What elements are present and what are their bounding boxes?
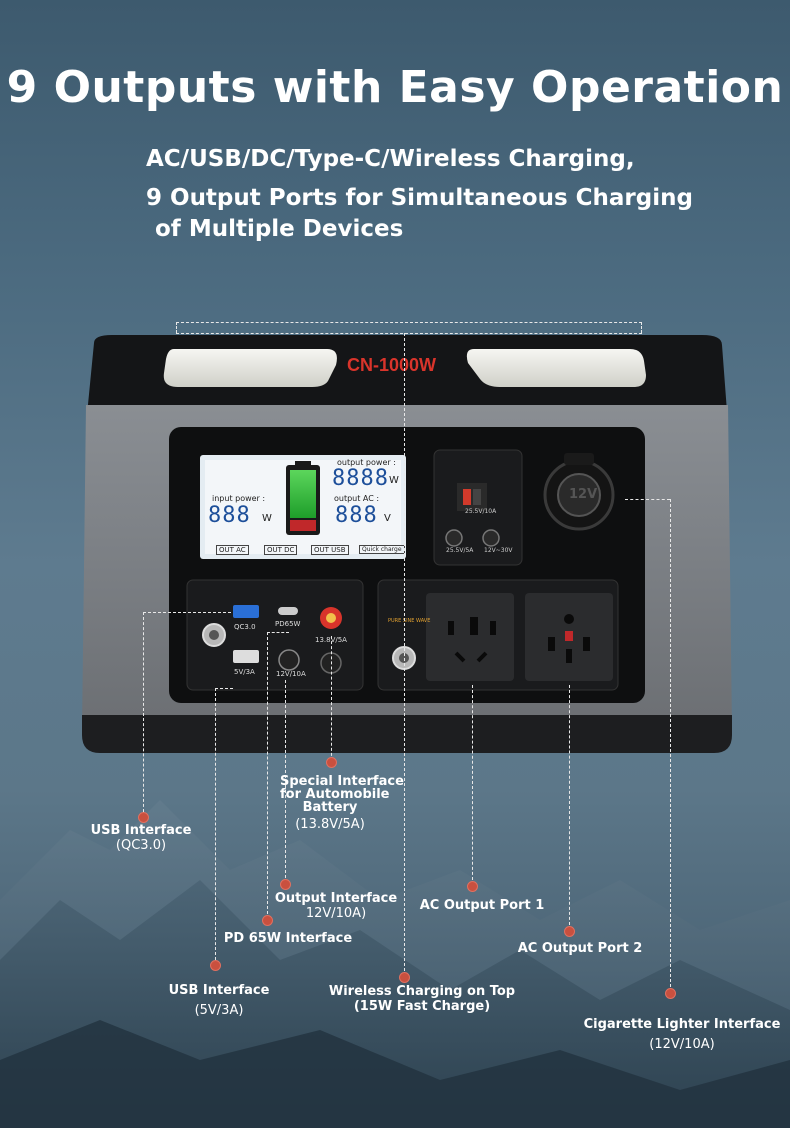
usb-qc-callout: USB Interface (QC3.0) — [90, 823, 192, 853]
usb-5v-callout-connector — [215, 688, 233, 689]
output-callout-detail: 12V/10A) — [305, 906, 367, 921]
wireless-area-bottom-line — [176, 333, 642, 334]
usb-port-label: 5V/3A — [234, 668, 255, 676]
usb-qc-callout-line — [143, 612, 144, 817]
battery-callout-line — [331, 636, 332, 761]
dc-port-label: 12V/10A — [276, 670, 306, 678]
ac2-callout: AC Output Port 2 — [512, 941, 648, 956]
wireless-area-right-line — [641, 322, 642, 333]
battery-callout-title-1: Special Interface — [280, 774, 404, 789]
wireless-callout: Wireless Charging on Top (15W Fast Charg… — [322, 984, 522, 1014]
pure-sine-label: PURE SINE WAVE — [388, 618, 431, 624]
ac1-callout-title: AC Output Port 1 — [419, 898, 545, 913]
wireless-area-left-line — [176, 322, 177, 333]
usb-qc-callout-title: USB Interface — [90, 823, 192, 838]
lcd-output-ac-label: output AC : — [334, 494, 380, 503]
usb-qc-callout-detail: (QC3.0) — [115, 838, 167, 853]
battery-callout-title-2: for Automobile — [280, 787, 390, 802]
lighter-callout-line — [670, 499, 671, 992]
output-callout-title: Output Interface — [274, 891, 398, 906]
lcd-out-ac-button[interactable]: OUT AC — [216, 545, 249, 555]
lcd-output-ac-value: 888 — [335, 503, 378, 528]
subtitle-line-1: AC/USB/DC/Type-C/Wireless Charging, — [146, 146, 635, 172]
lcd-output-ac-unit: V — [384, 513, 391, 524]
usb-qc-callout-connector — [143, 612, 231, 613]
lcd-output-power-unit: W — [389, 475, 399, 486]
output-callout-dot — [280, 879, 291, 890]
wireless-area-top-line — [176, 322, 642, 323]
usb-qc-callout-dot — [138, 812, 149, 823]
ac1-callout-dot — [467, 881, 478, 892]
output-callout: Output Interface 12V/10A) — [270, 891, 402, 921]
ac2-callout-title: AC Output Port 2 — [517, 941, 643, 956]
usb-5v-callout-detail: (5V/3A) — [194, 1003, 244, 1018]
lcd-output-power-value: 8888 — [332, 466, 389, 491]
page-title: 9 Outputs with Easy Operation — [6, 62, 784, 113]
battery-callout-detail: (13.8V/5A) — [295, 817, 365, 832]
power-station-device — [82, 335, 732, 753]
anderson-port-label: 25.5V/10A — [465, 508, 497, 515]
ac2-callout-dot — [564, 926, 575, 937]
model-label: CN-1000W — [347, 355, 437, 375]
battery-callout-title-3: Battery — [302, 800, 358, 815]
wireless-callout-dot — [399, 972, 410, 983]
pd-callout-line — [267, 632, 268, 919]
battery-callout: Special Interface for Automobile Battery… — [280, 774, 404, 832]
dc-right-label: 12V~30V — [484, 547, 513, 554]
pd-callout-dot — [262, 915, 273, 926]
dc-left-label: 25.5V/5A — [446, 547, 474, 554]
usb-5v-callout-line — [215, 688, 216, 965]
battery-callout-dot — [326, 757, 337, 768]
ac1-callout: AC Output Port 1 — [414, 898, 550, 913]
lighter-callout-connector — [625, 499, 670, 500]
ac2-callout-line — [569, 685, 570, 930]
lcd-output-power-label: output power : — [337, 458, 396, 467]
pd-callout-title: PD 65W Interface — [223, 931, 353, 946]
battery-port-label: 13.8V/5A — [315, 636, 347, 644]
lighter-callout-dot — [665, 988, 676, 999]
subtitle-line-2: 9 Output Ports for Simultaneous Charging — [146, 185, 693, 211]
lcd-input-power-label: input power : — [212, 494, 266, 503]
lcd-out-usb-button[interactable]: OUT USB — [311, 545, 349, 555]
lcd-input-power-value: 888 — [208, 503, 251, 528]
pd-callout-connector — [267, 632, 289, 633]
lcd-out-dc-button[interactable]: OUT DC — [264, 545, 298, 555]
ac1-callout-line — [472, 685, 473, 885]
lighter-callout-detail: (12V/10A) — [649, 1037, 715, 1052]
lcd-quick-charge-button[interactable]: Quick charge — [359, 545, 405, 554]
lighter-callout-title: Cigarette Lighter Interface — [583, 1017, 781, 1032]
qc-port-label: QC3.0 — [234, 623, 256, 631]
lcd-input-power-unit: W — [262, 513, 272, 524]
output-callout-line — [285, 680, 286, 883]
wireless-callout-title-1: Wireless Charging on Top — [328, 984, 516, 999]
usb-5v-callout-dot — [210, 960, 221, 971]
pd-port-label: PD65W — [275, 620, 301, 628]
lighter-label: 12V — [569, 487, 598, 502]
wireless-callout-line — [404, 333, 405, 976]
subtitle-line-3: of Multiple Devices — [155, 216, 404, 242]
wireless-callout-title-2: (15W Fast Charge) — [353, 999, 491, 1014]
pd-callout: PD 65W Interface — [220, 931, 356, 946]
usb-5v-callout: USB Interface (5V/3A) — [164, 981, 274, 1021]
usb-5v-callout-title: USB Interface — [168, 983, 270, 998]
lighter-callout: Cigarette Lighter Interface (12V/10A) — [580, 1015, 784, 1055]
